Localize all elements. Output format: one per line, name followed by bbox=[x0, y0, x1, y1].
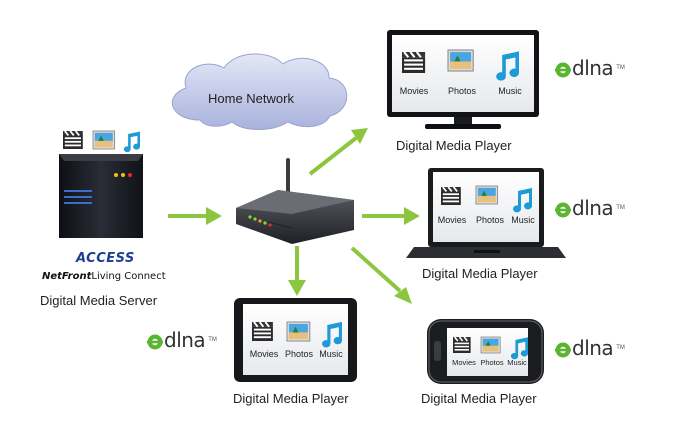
router bbox=[236, 158, 354, 244]
tv-caption: Digital Media Player bbox=[396, 138, 512, 153]
tv-device bbox=[387, 30, 539, 129]
tablet-photos-label: Photos bbox=[284, 349, 314, 359]
phone-photos-label: Photos bbox=[480, 358, 504, 367]
phone-movies-label: Movies bbox=[452, 358, 476, 367]
dlna-mark-tablet bbox=[147, 334, 163, 350]
dlna-text: dlna bbox=[572, 56, 614, 80]
dlna-tm: TM bbox=[208, 337, 217, 343]
tablet-device bbox=[234, 298, 357, 382]
dlna-tm: TM bbox=[616, 205, 625, 211]
laptop-music-label: Music bbox=[511, 215, 535, 225]
netfront-rest: Living Connect bbox=[91, 271, 166, 282]
tablet-music-label: Music bbox=[319, 349, 343, 359]
server-caption: Digital Media Server bbox=[40, 293, 158, 308]
phone-device bbox=[427, 319, 544, 384]
access-logo-text: ACCESS bbox=[76, 251, 135, 266]
phone-music-label: Music bbox=[507, 358, 527, 367]
laptop-device bbox=[406, 168, 566, 258]
phone-caption: Digital Media Player bbox=[421, 391, 537, 406]
dlna-tm: TM bbox=[616, 345, 625, 351]
dlna-text: dlna bbox=[164, 328, 206, 352]
laptop-movies-label: Movies bbox=[437, 215, 467, 225]
dlna-mark-tv bbox=[555, 62, 571, 78]
tv-music-label: Music bbox=[498, 86, 522, 96]
dlna-tm: TM bbox=[616, 65, 625, 71]
tablet-movies-label: Movies bbox=[249, 349, 279, 359]
tablet-caption: Digital Media Player bbox=[233, 391, 349, 406]
tv-movies-label: Movies bbox=[399, 86, 429, 96]
netfront-bold: NetFront bbox=[42, 271, 92, 282]
dlna-mark-phone bbox=[555, 342, 571, 358]
dlna-text: dlna bbox=[572, 196, 614, 220]
tv-photos-label: Photos bbox=[447, 86, 477, 96]
laptop-caption: Digital Media Player bbox=[422, 266, 538, 281]
dlna-mark-laptop bbox=[555, 202, 571, 218]
arrows bbox=[168, 128, 420, 304]
home-network-label: Home Network bbox=[208, 91, 294, 106]
media-server-tower bbox=[59, 154, 143, 238]
server-media-icons bbox=[62, 130, 140, 153]
dlna-text: dlna bbox=[572, 336, 614, 360]
home-network-cloud bbox=[171, 53, 348, 130]
netfront-product-name: NetFrontLiving Connect bbox=[42, 271, 166, 282]
laptop-photos-label: Photos bbox=[475, 215, 505, 225]
